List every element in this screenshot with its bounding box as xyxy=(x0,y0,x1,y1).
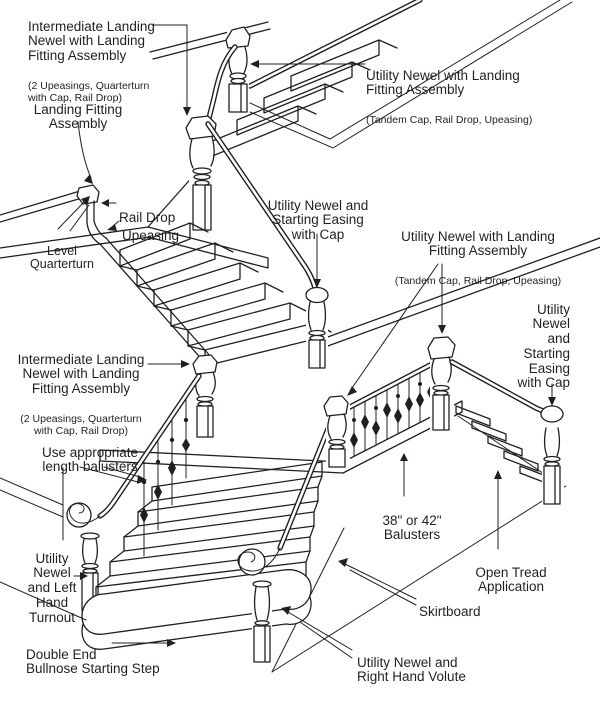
mid-flight-steps xyxy=(119,222,332,367)
utility-newel-starting-easing-center xyxy=(305,286,329,369)
utility-newel-volute xyxy=(252,580,272,663)
utility-newel-tandem-b xyxy=(427,336,456,431)
label-utility-newel-starting-center: Utility Newel and Starting Easing with C… xyxy=(267,197,369,243)
wall-lines xyxy=(0,467,87,621)
label-open-tread-application: Open Tread Application xyxy=(475,564,547,595)
utility-newel-tandem-a xyxy=(323,395,350,468)
label-38-42-balusters: 38" or 42" Balusters xyxy=(382,512,442,543)
utility-newel-top xyxy=(225,26,251,113)
label-double-end-bullnose: Double End Bullnose Starting Step xyxy=(26,646,160,677)
label-intermediate-landing-newel-mid: Intermediate Landing Newel with Landing … xyxy=(17,351,145,437)
label-level-quarterturn: Level Quarterturn xyxy=(30,243,94,272)
label-skirtboard: Skirtboard xyxy=(419,603,481,619)
label-intermediate-landing-newel-top: Intermediate Landing Newel with Landing … xyxy=(28,18,155,104)
utility-newel-left-turnout xyxy=(80,532,100,612)
bottom-flight-steps xyxy=(95,461,323,602)
label-utility-newel-right-volute: Utility Newel and Right Hand Volute xyxy=(357,654,466,685)
intermediate-landing-newel-2 xyxy=(192,354,218,438)
leader-lines xyxy=(57,24,556,659)
right-hand-volute xyxy=(237,411,337,576)
label-rail-drop: Rail Drop xyxy=(119,209,176,225)
label-utility-newel-landing-top: Utility Newel with Landing Fitting Assem… xyxy=(366,67,533,126)
label-use-appropriate-balusters: Use appropriate length balusters xyxy=(41,444,139,475)
label-landing-fitting-assembly: Landing Fitting Assembly xyxy=(33,101,123,132)
label-utility-newel-left-turnout: Utility Newel and Left Hand Turnout xyxy=(27,550,77,625)
right-balustrade xyxy=(345,360,437,457)
utility-newel-starting-easing-right xyxy=(540,405,564,506)
left-balustrade xyxy=(66,373,202,557)
label-utility-newel-starting-right: Utility Newel and Starting Easing with C… xyxy=(517,301,570,391)
label-utility-newel-landing-mid: Utility Newel with Landing Fitting Assem… xyxy=(394,228,562,287)
open-tread-flight xyxy=(455,405,555,487)
label-upeasing: Upeasing xyxy=(122,227,180,243)
